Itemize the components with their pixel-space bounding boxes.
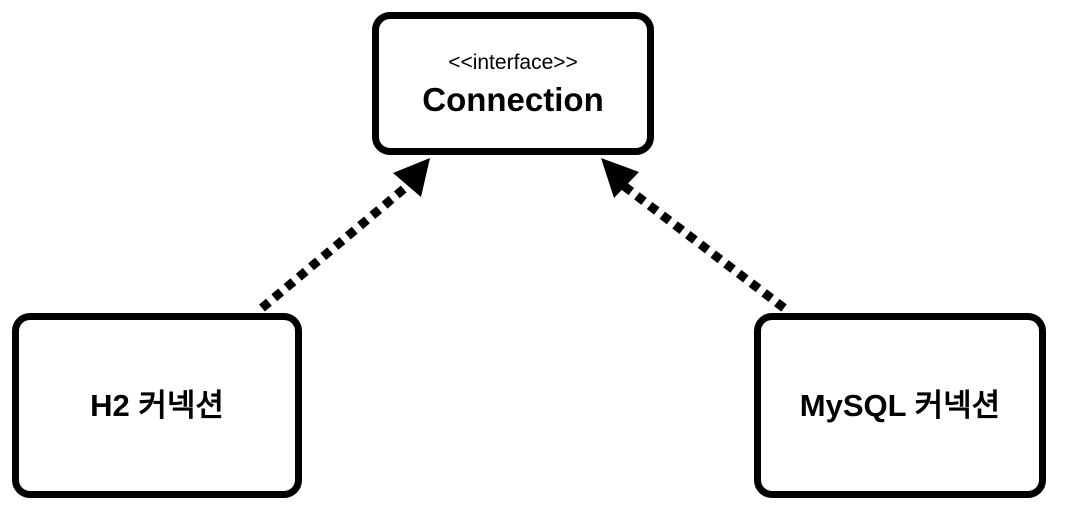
interface-title: Connection [422,80,604,118]
mysql-connection-box: MySQL 커넥션 [754,313,1046,498]
h2-connection-label: H2 커넥션 [90,388,224,423]
h2-to-connection-arrowhead [393,158,430,197]
mysql-connection-label: MySQL 커넥션 [799,388,1001,423]
interface-stereotype: <<interface>> [448,50,578,74]
mysql-to-connection-dotted-line [621,182,787,312]
mysql-to-connection-arrowhead [601,158,639,198]
h2-to-connection-dotted-line [259,184,408,312]
connection-interface-box: <<interface>> Connection [372,12,654,155]
h2-connection-box: H2 커넥션 [12,313,302,498]
